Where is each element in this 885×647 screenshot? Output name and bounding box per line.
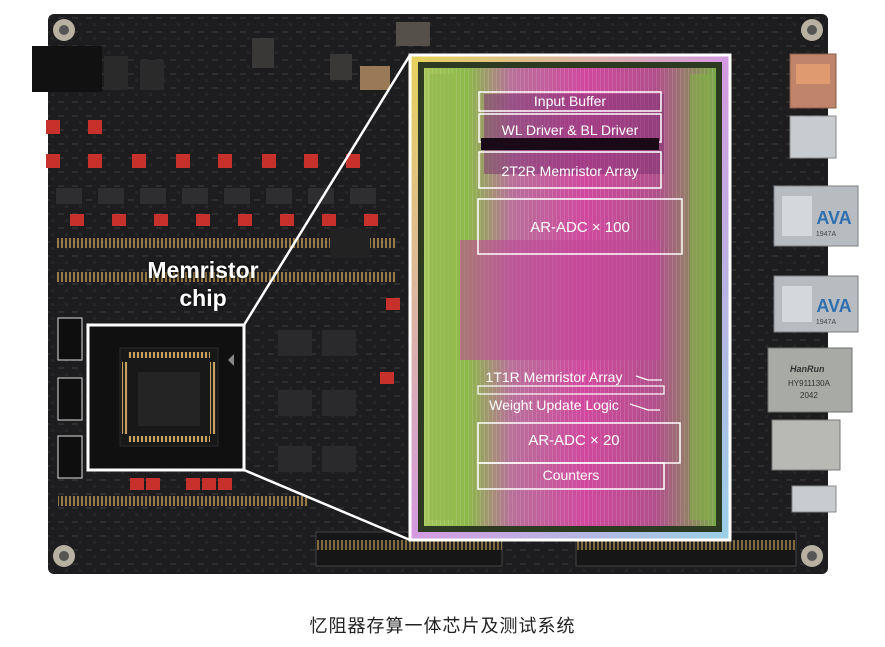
- chip-block-driver: WL Driver & BL Driver: [478, 113, 662, 150]
- chip-block-weight-update: Weight Update Logic: [489, 397, 660, 413]
- counters-label: Counters: [543, 467, 600, 483]
- driver-label: WL Driver & BL Driver: [502, 122, 639, 138]
- chip-block-counters: Counters: [477, 462, 665, 490]
- array-2t2r-label: 2T2R Memristor Array: [502, 163, 639, 179]
- sd-slot: [771, 419, 841, 471]
- zoom-lines: [242, 54, 412, 542]
- usb-top-brand: AVA: [816, 208, 851, 228]
- chip-die-micrograph: [408, 53, 732, 542]
- usb-bottom-code: 1947A: [816, 319, 837, 326]
- hdmi-port: [789, 53, 837, 109]
- chip-package: [86, 323, 246, 472]
- usb-port-top: AVA 1947A: [773, 185, 859, 247]
- memristor-chip-label: Memristor chip: [147, 257, 259, 311]
- usb-bottom-brand: AVA: [816, 296, 851, 316]
- adc-20-label: AR-ADC × 20: [528, 432, 619, 449]
- mini-usb-port: [789, 115, 837, 159]
- adc-100-label: AR-ADC × 100: [530, 219, 630, 236]
- chip-block-1t1r-array: 1T1R Memristor Array: [477, 369, 665, 395]
- rj45-port: HanRun HY911130A 2042: [767, 347, 853, 413]
- usb-port-bottom: AVA 1947A: [773, 275, 859, 333]
- rj45-brand: HanRun: [790, 364, 825, 374]
- usb-top-code: 1947A: [816, 231, 837, 238]
- chip-block-2t2r-array: 2T2R Memristor Array: [478, 151, 662, 189]
- rj45-code: 2042: [800, 391, 818, 400]
- weight-update-label: Weight Update Logic: [489, 397, 619, 413]
- micro-usb-port: [791, 485, 837, 513]
- chip-block-adc-100: AR-ADC × 100: [477, 198, 683, 255]
- chip-block-input-buffer: Input Buffer: [478, 91, 662, 112]
- rj45-model: HY911130A: [788, 379, 831, 388]
- figure-caption: 忆阻器存算一体芯片及测试系统: [309, 616, 576, 637]
- array-1t1r-label: 1T1R Memristor Array: [486, 369, 623, 385]
- input-buffer-label: Input Buffer: [534, 93, 606, 109]
